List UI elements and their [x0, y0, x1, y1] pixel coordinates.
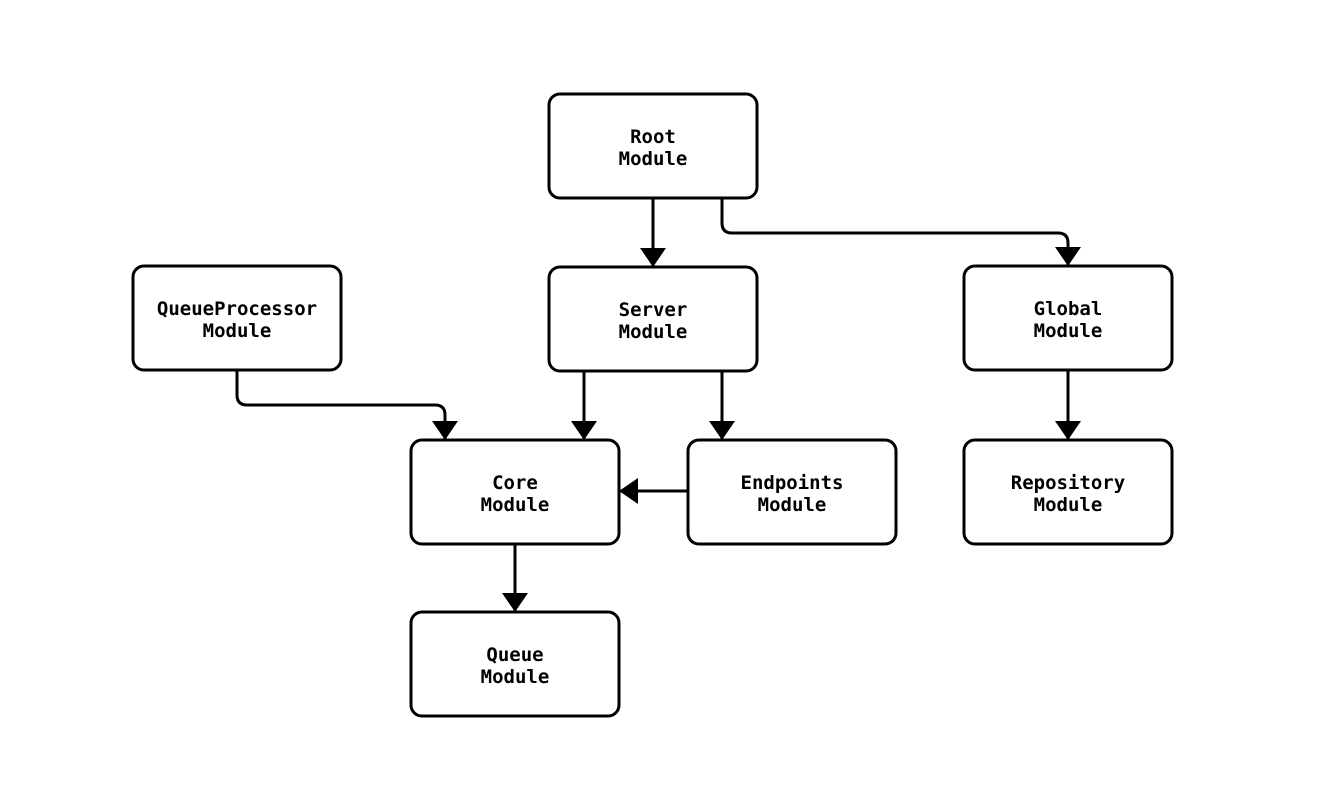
node-box	[409, 438, 621, 546]
node-box	[962, 438, 1174, 546]
edge-queueprocessor-to-core	[235, 370, 458, 440]
node-box	[962, 264, 1174, 372]
node-box	[547, 265, 759, 373]
edges-layer	[235, 198, 1081, 612]
node-box	[409, 610, 621, 718]
node-box	[686, 438, 898, 546]
edge-root-to-global	[720, 198, 1081, 266]
node-box	[131, 264, 343, 372]
node-box	[547, 92, 759, 200]
